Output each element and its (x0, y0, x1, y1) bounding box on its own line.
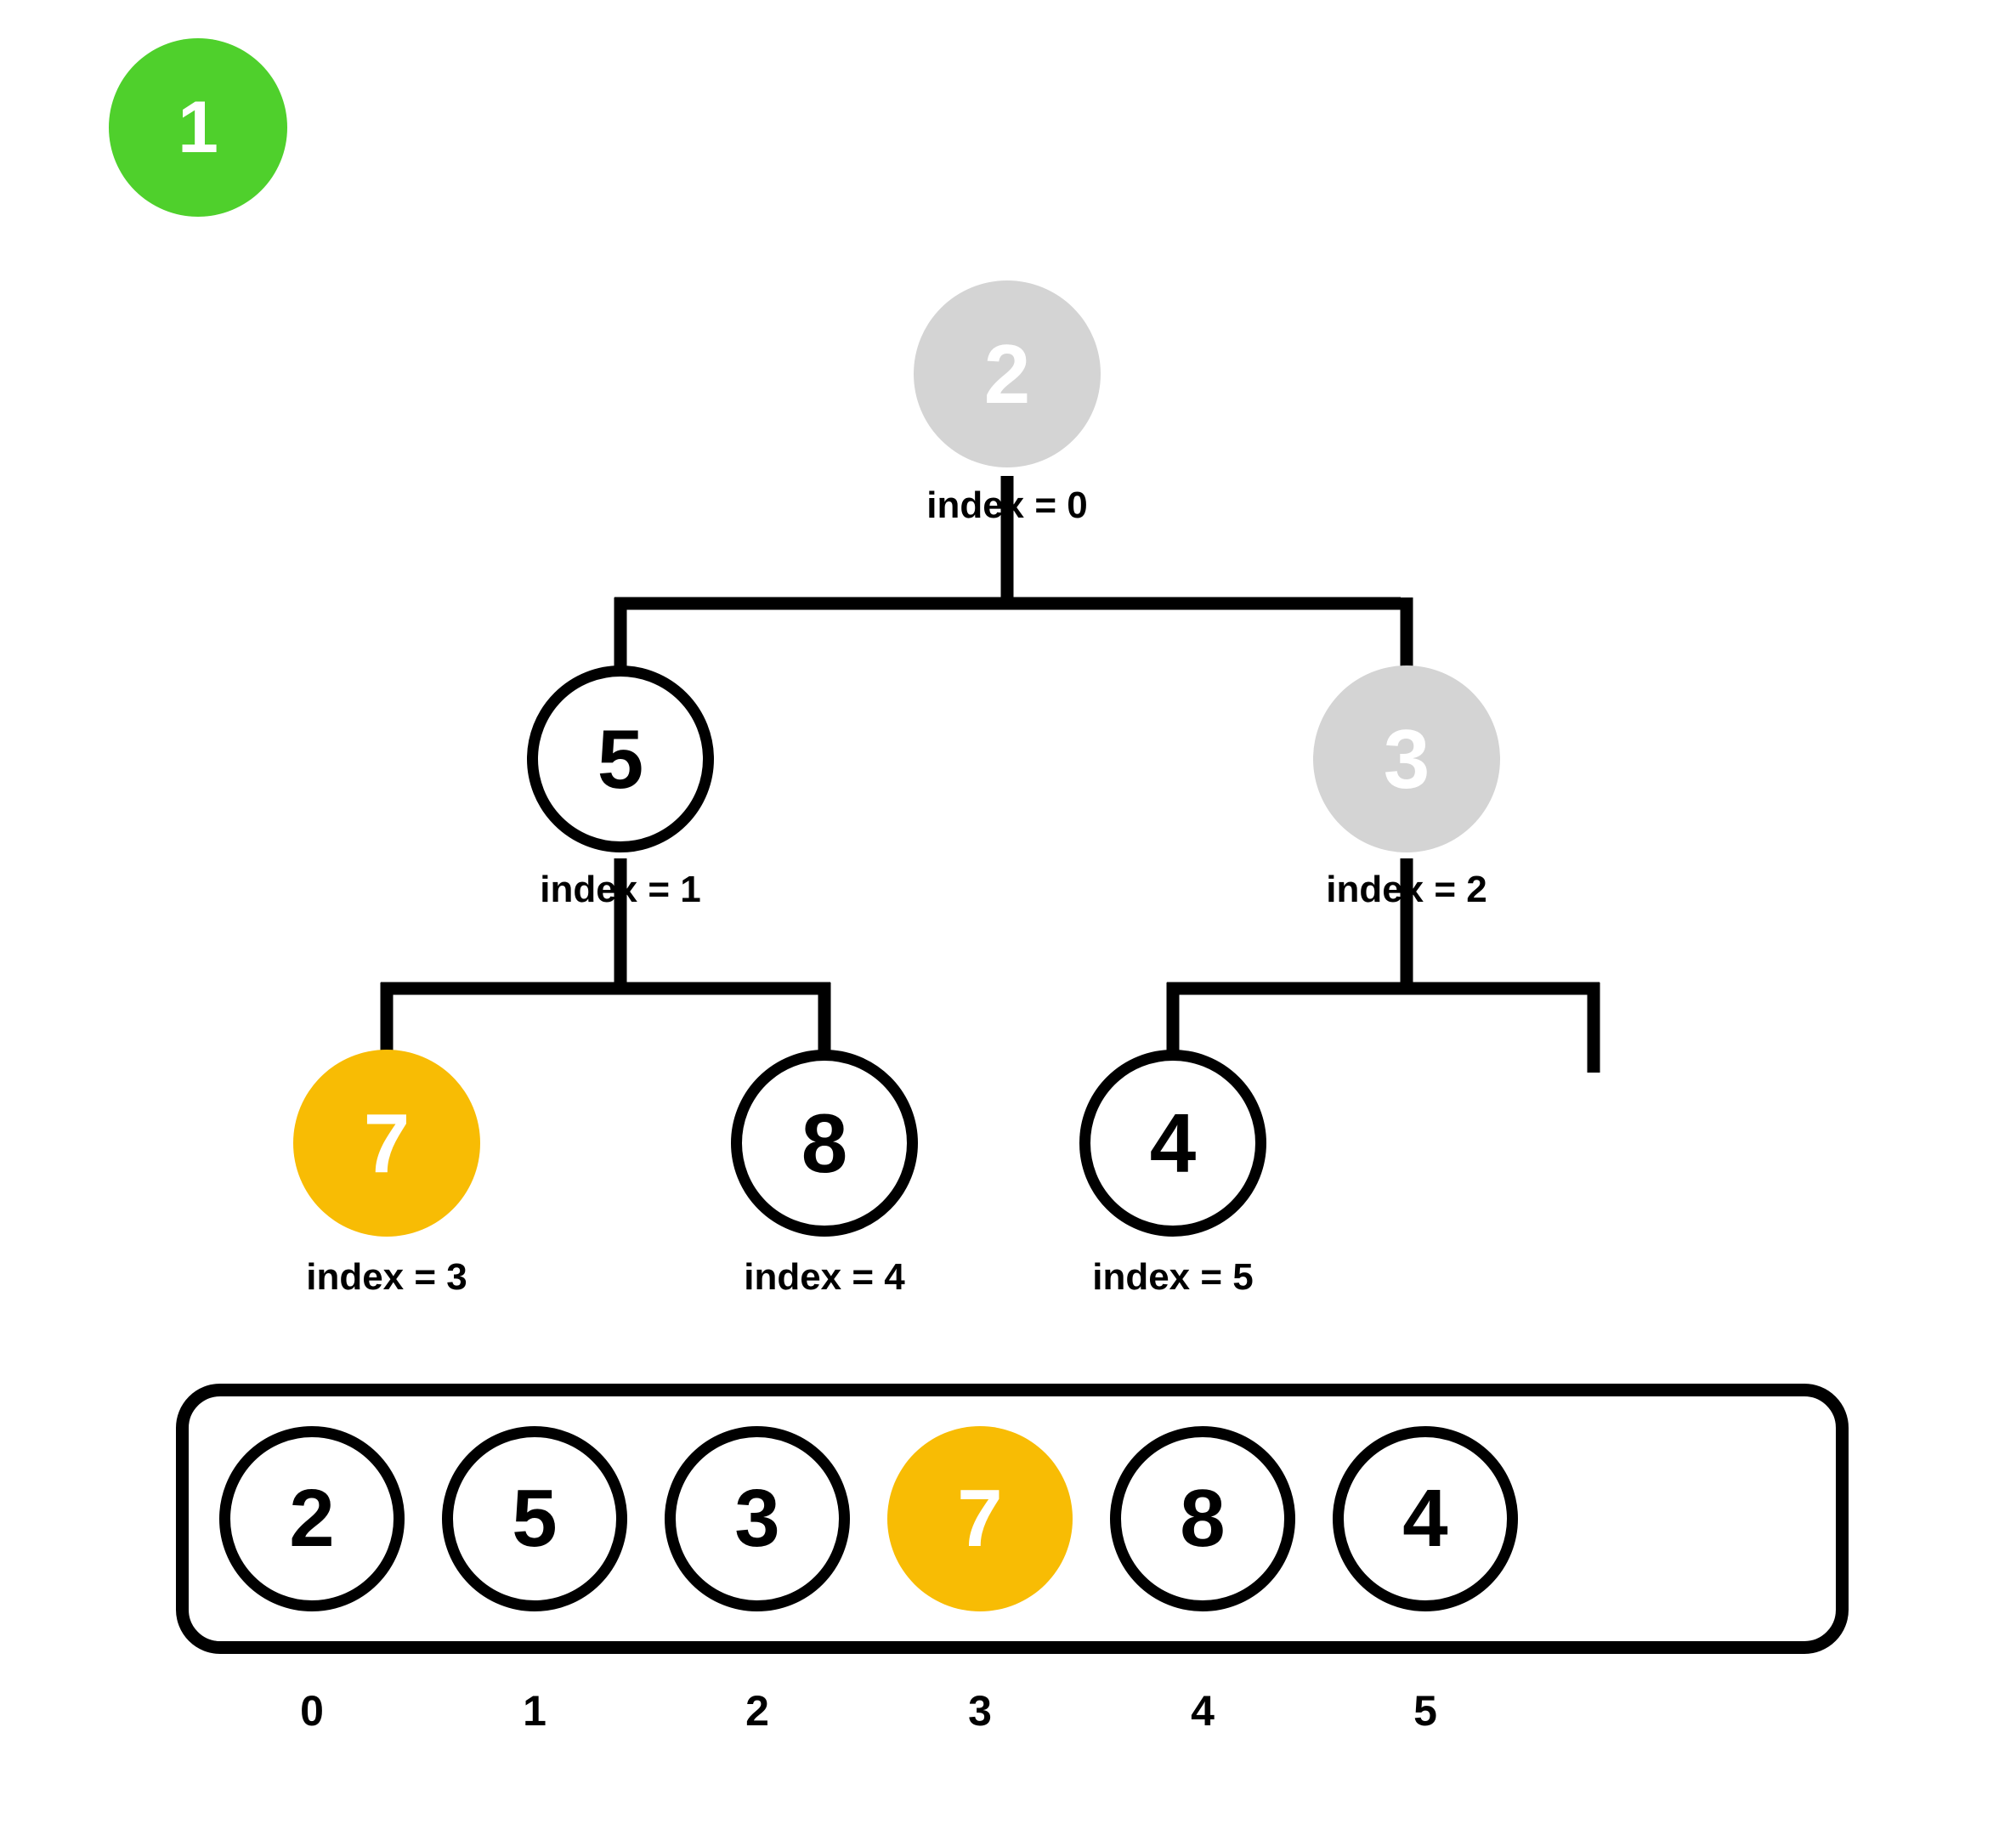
array-cell-0[interactable]: 2 (219, 1426, 405, 1611)
array-index-label-0: 0 (300, 1687, 324, 1735)
array-cell-1[interactable]: 5 (442, 1426, 627, 1611)
tree-node-value: 8 (801, 1096, 848, 1190)
tree-node-value: 2 (983, 327, 1031, 421)
tree-index-label-1: index = 1 (540, 869, 701, 910)
array-index-label-5: 5 (1413, 1687, 1437, 1735)
array-cell-4[interactable]: 8 (1110, 1426, 1295, 1611)
array-index-label-1: 1 (523, 1687, 546, 1735)
tree-node-value: 7 (363, 1096, 411, 1190)
tree-node-index-5[interactable]: 4 (1079, 1050, 1266, 1237)
tree-node-index-4[interactable]: 8 (731, 1050, 918, 1237)
array-cell-5[interactable]: 4 (1333, 1426, 1518, 1611)
tree-node-value: 4 (1149, 1096, 1197, 1190)
tree-index-label-3: index = 3 (306, 1256, 467, 1298)
array-cell-3[interactable]: 7 (887, 1426, 1073, 1611)
step-badge-label: 1 (178, 87, 218, 168)
tree-index-label-2: index = 2 (1326, 869, 1487, 910)
tree-node-index-0[interactable]: 2 (914, 280, 1101, 467)
array-cell-2[interactable]: 3 (665, 1426, 850, 1611)
array-cell-value: 7 (957, 1473, 1003, 1564)
step-badge: 1 (109, 38, 287, 217)
tree-index-label-0: index = 0 (926, 484, 1088, 526)
tree-node-value: 5 (597, 712, 644, 806)
array-index-label-2: 2 (745, 1687, 769, 1735)
tree-index-label-5: index = 5 (1092, 1256, 1254, 1298)
array-index-label-3: 3 (968, 1687, 992, 1735)
tree-node-index-2[interactable]: 3 (1313, 665, 1500, 852)
array-cell-value: 8 (1180, 1473, 1226, 1564)
array-cell-value: 3 (734, 1473, 780, 1564)
tree-index-label-4: index = 4 (744, 1256, 905, 1298)
array-index-label-4: 4 (1191, 1687, 1215, 1735)
array-cell-value: 2 (289, 1473, 335, 1564)
array-cell-value: 4 (1402, 1473, 1448, 1564)
tree-node-index-3[interactable]: 7 (293, 1050, 480, 1237)
array-cell-value: 5 (512, 1473, 558, 1564)
tree-node-index-1[interactable]: 5 (527, 665, 714, 852)
tree-node-value: 3 (1383, 712, 1430, 806)
